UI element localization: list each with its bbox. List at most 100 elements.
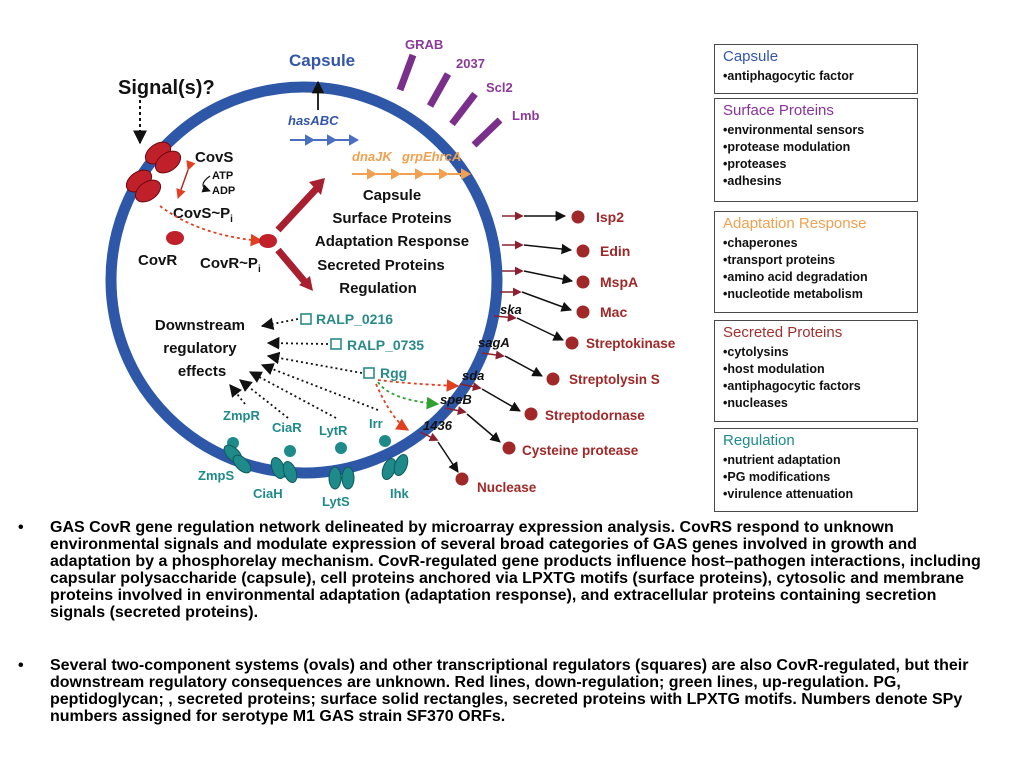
regulator-ralp-0216: RALP_0216 [316,311,393,327]
gene-saga: sagA [478,335,510,350]
target-isp2: Isp2 [596,209,624,225]
covs-label: CovS [195,149,233,166]
atp-label: ATP [212,170,233,182]
legend-box-secreted-proteins: Secreted Proteins cytolysins host modula… [714,320,918,422]
regulator-ralp-0735: RALP_0735 [347,337,424,353]
signal-label: Signal(s)? [118,77,215,99]
surface-label-lmb: Lmb [512,108,540,123]
tcs-irr: Irr [369,416,383,431]
tcs-ciah: CiaH [253,486,283,501]
legend-title-regulation: Regulation [723,432,795,449]
legend-item: adhesins [723,173,911,190]
tcs-ihk: Ihk [390,486,410,501]
legend-title-adaptation-response: Adaptation Response [723,215,867,232]
legend-item: amino acid degradation [723,269,911,286]
surface-protein-2037 [426,72,452,108]
tcs-lyts: LytS [322,494,350,509]
legend-item: protease modulation [723,139,911,156]
gene-speb: speB [440,392,472,407]
category-secreted-proteins: Secreted Proteins [317,257,445,274]
downstream-effects-label: Downstream regulatory effects [155,317,249,380]
adaptation-operon-arrows [352,168,472,180]
phosphotransfer-arrow [159,205,264,247]
target-cysteine-protease: Cysteine protease [522,443,639,458]
regulator-box-ralp-0735 [330,338,342,350]
rgg-green-line [377,381,440,410]
target-streptodornase: Streptodornase [545,408,645,423]
legend-item: nucleases [723,395,911,412]
downstream-dotted-arrows [229,317,379,419]
adp-label: ADP [212,185,235,197]
covs-sensor [125,141,182,203]
tcs-sensor-ovals [223,444,409,490]
regulator-rgg: Rgg [380,365,407,381]
target-nuclease: Nuclease [477,480,537,495]
rgg-red-line [377,379,460,392]
legend-item: host modulation [723,361,911,378]
legend-box-regulation: Regulation nutrient adaptation PG modifi… [714,428,918,512]
atp-adp-curve [201,175,211,193]
legend-title-surface-proteins: Surface Proteins [723,102,834,119]
legend-item: transport proteins [723,252,911,269]
covs-p-label: CovS~Pi [173,205,233,225]
legend-item: nucleotide metabolism [723,286,911,303]
target-mspa: MspA [600,274,638,290]
category-surface-proteins: Surface Proteins [332,210,451,227]
covs-phospho-arrow [176,160,196,199]
legend-title-secreted-proteins: Secreted Proteins [723,324,843,341]
target-streptolysin-s: Streptolysin S [569,372,660,387]
tcs-lytr: LytR [319,423,348,438]
legend-item: environmental sensors [723,122,911,139]
surface-label-scl2: Scl2 [486,80,513,95]
caption-paragraph-2: Several two-component systems (ovals) an… [50,657,969,725]
surface-protein-grab [396,53,417,92]
covr-oval [166,231,184,245]
legend-item: PG modifications [723,469,911,486]
legend-box-capsule: Capsule antiphagocytic factor [714,44,918,94]
covr-network-diagram: GRAB 2037 Scl2 Lmb Capsule hasABC dnaJK … [105,37,676,509]
tcs-ciar: CiaR [272,420,302,435]
legend-item: proteases [723,156,911,173]
gene-hasabc: hasABC [288,113,339,128]
legend-item: virulence attenuation [723,486,911,503]
tcs-regulator-dots [227,435,391,457]
target-edin: Edin [600,243,630,259]
surface-protein-scl2 [449,91,478,127]
caption-paragraph-1: GAS CovR gene regulation network delinea… [50,519,981,621]
legend-item: nutrient adaptation [723,452,911,469]
gene-grpehrca: grpEhrcA [401,149,461,164]
legend-item: antiphagocytic factors [723,378,911,395]
gene-dnajk: dnaJK [352,149,393,164]
surface-protein-lmb [471,117,503,148]
legend-item: cytolysins [723,344,911,361]
covr-output-arrows [275,178,325,291]
category-capsule: Capsule [363,187,421,204]
surface-protein-sticks [396,53,503,148]
cell-membrane [105,81,503,479]
regulator-box-rgg [363,367,375,379]
caption-bullet-1: • [18,519,24,536]
gene-ska: ska [500,302,522,317]
gene-sda: sda [462,368,484,383]
rgg-red-line-2 [375,383,410,431]
surface-label-grab: GRAB [405,37,443,52]
legend-box-surface-proteins: Surface Proteins environmental sensors p… [714,98,918,202]
capsule-label: Capsule [289,51,355,70]
target-streptokinase: Streptokinase [586,336,676,351]
gene-1436: 1436 [423,418,453,433]
legend-item: chaperones [723,235,911,252]
secreted-target-arrows [419,210,574,473]
category-adaptation-response: Adaptation Response [315,233,469,250]
legend-title-capsule: Capsule [723,48,779,65]
hasabc-operon-arrows [290,134,360,146]
tcs-zmpr: ZmpR [223,408,260,423]
tcs-zmps: ZmpS [198,468,234,483]
legend-box-adaptation-response: Adaptation Response chaperones transport… [714,211,918,313]
secreted-target-dots [455,210,590,486]
covr-p-label: CovR~Pi [200,255,261,275]
covr-p-oval [259,234,277,248]
caption-bullet-2: • [18,657,24,674]
surface-label-2037: 2037 [456,56,485,71]
category-regulation: Regulation [339,280,417,297]
target-mac: Mac [600,304,627,320]
